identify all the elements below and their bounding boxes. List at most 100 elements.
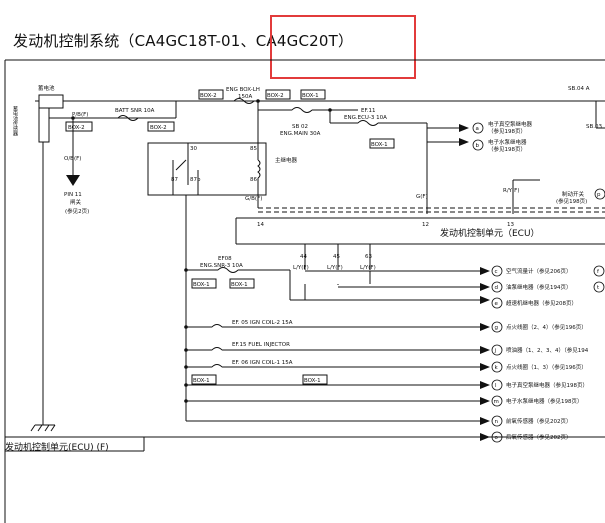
arrow-c — [480, 267, 490, 275]
label-lyf-3: L/Y(F) — [360, 265, 376, 271]
label-gf: G(F) — [416, 194, 428, 200]
label-pin86: 86 — [250, 177, 257, 183]
box-tag-text-b10: BOX-1 — [304, 378, 321, 384]
arrow-k — [480, 363, 490, 371]
box-tag-text-b4: BOX-1 — [302, 93, 319, 99]
label-n13: 13 — [507, 222, 514, 228]
output-row: m 电子水泵继电器（参见198页） — [491, 395, 583, 407]
arrow-e — [480, 296, 490, 304]
box-tag-text-b7: BOX-1 — [193, 282, 210, 288]
output-tail: f — [597, 269, 600, 275]
output-row: j 喷油器（1、2、3、4）（参见194 — [491, 344, 589, 356]
output-letter: o — [495, 435, 499, 441]
label-pin87b: 87b — [190, 177, 201, 183]
label-n12: 12 — [422, 222, 429, 228]
label-gbf: G/B(F) — [245, 196, 262, 202]
output-letter: d — [495, 285, 499, 291]
arrow-a — [459, 124, 469, 132]
label-batt-snr: BATT SNR 10A — [115, 108, 155, 114]
pin11-arrow — [66, 175, 80, 186]
arrow-n — [480, 417, 490, 425]
output-text: 前氧传感器（参见202页） — [506, 417, 572, 425]
label-p-circle: p — [597, 192, 601, 198]
label-ecu: 发动机控制单元（ECU） — [440, 227, 540, 239]
output-letter: k — [495, 365, 499, 371]
box-tag-b10 — [302, 374, 328, 385]
box-tag-text-b3: BOX-2 — [200, 93, 217, 99]
output-text: 后氧传感器（参见202页） — [506, 433, 572, 441]
fuse-ef08 — [217, 267, 239, 273]
output-row: o 后氧传感器（参见202页） — [491, 431, 572, 443]
output-row: d 油泵继电器（参见194页） t — [491, 281, 605, 293]
box-tag-b1 — [65, 121, 93, 132]
box-tag-text-b9: BOX-1 — [193, 378, 210, 384]
arrow-g — [480, 323, 490, 331]
box-tag-text-b8: BOX-1 — [231, 282, 248, 288]
output-letter: l — [495, 383, 497, 389]
label-battery: 蓄电池 — [38, 84, 55, 92]
label-eng-box-lh: ENG BOX-LH — [226, 87, 260, 93]
label-150a: 150A — [238, 94, 252, 100]
sensor-box — [38, 107, 50, 143]
label-pin11: PIN 11 — [64, 192, 82, 198]
label-lyf-1: L/Y(F) — [293, 265, 309, 271]
label-switch: 闸关 — [70, 198, 82, 206]
fuse-ef11 — [357, 120, 379, 126]
arrow-d — [480, 283, 490, 291]
box-tag-b3 — [198, 89, 224, 100]
output-text: 空气流量计（参见206页） — [506, 267, 572, 275]
output-text: 点火线圈（2、4）（参见196页） — [506, 323, 587, 331]
output-a-text: 电子真空泵继电器 — [488, 120, 533, 128]
label-n45: 45 — [333, 254, 340, 260]
output-row: e 超速机继电器（参见208页） — [491, 297, 577, 309]
label-sb03: SB.03 — [586, 124, 603, 130]
output-row: k 点火线圈（1、3）（参见196页） — [491, 361, 587, 373]
arrow-l — [480, 381, 490, 389]
arrow-b — [459, 138, 469, 146]
output-row: g 点火线圈（2、4）（参见196页） — [491, 321, 587, 333]
label-eng-snr3: ENG.SNR-3 10A — [200, 263, 243, 269]
box-tag-b8 — [229, 278, 255, 289]
label-sb04: SB.04 A — [568, 86, 590, 92]
output-letter: g — [495, 325, 499, 331]
output-b-text: 电子水泵继电器 — [488, 138, 527, 146]
label-ef15: EF.15 FUEL INJECTOR — [232, 342, 290, 348]
output-a-ref: （参见198页） — [488, 127, 526, 135]
output-text: 点火线圈（1、3）（参见196页） — [506, 363, 587, 371]
main-relay-box — [147, 142, 267, 196]
arrow-j — [480, 346, 490, 354]
label-pb: P/B(F) — [72, 112, 88, 118]
box-tag-text-b5: BOX-2 — [267, 93, 284, 99]
box-tag-b2 — [147, 121, 175, 132]
output-letter: c — [495, 269, 498, 275]
output-text: 电子水泵继电器（参见198页） — [506, 397, 583, 405]
label-ef11: EF.11 — [361, 108, 376, 114]
footer-label: 发动机控制单元(ECU) (F) — [5, 443, 109, 453]
output-text: 油泵继电器（参见194页） — [506, 283, 572, 291]
label-n63: 63 — [365, 254, 372, 260]
label-ob: O/B(F) — [64, 156, 81, 162]
highlight-box — [270, 15, 416, 79]
fuse-sb02 — [291, 107, 313, 113]
output-row: n 前氧传感器（参见202页） — [491, 415, 572, 427]
label-ryf: R/Y(F) — [503, 188, 520, 194]
output-b-ref: （参见198页） — [488, 145, 526, 153]
box-tag-text-b2: BOX-2 — [150, 125, 167, 131]
box-tag-text-b1: BOX-2 — [68, 125, 85, 131]
box-tag-b9 — [191, 374, 217, 385]
relay-coil — [257, 159, 261, 179]
label-ref2: (参见2页) — [65, 207, 89, 215]
box-tag-b4 — [300, 89, 326, 100]
output-text: 喷油器（1、2、3、4）（参见194 — [506, 346, 589, 354]
label-n44: 44 — [300, 254, 307, 260]
box-tag-b6 — [369, 138, 395, 149]
output-tail: t — [597, 285, 600, 291]
box-tag-b5 — [265, 89, 291, 100]
label-sb02: SB 02 — [292, 124, 308, 130]
label-pin85: 85 — [250, 146, 257, 152]
arrow-o — [480, 433, 490, 441]
label-main-relay: 主继电器 — [275, 156, 298, 164]
output-letter: e — [495, 301, 499, 307]
output-letter: m — [494, 399, 499, 405]
